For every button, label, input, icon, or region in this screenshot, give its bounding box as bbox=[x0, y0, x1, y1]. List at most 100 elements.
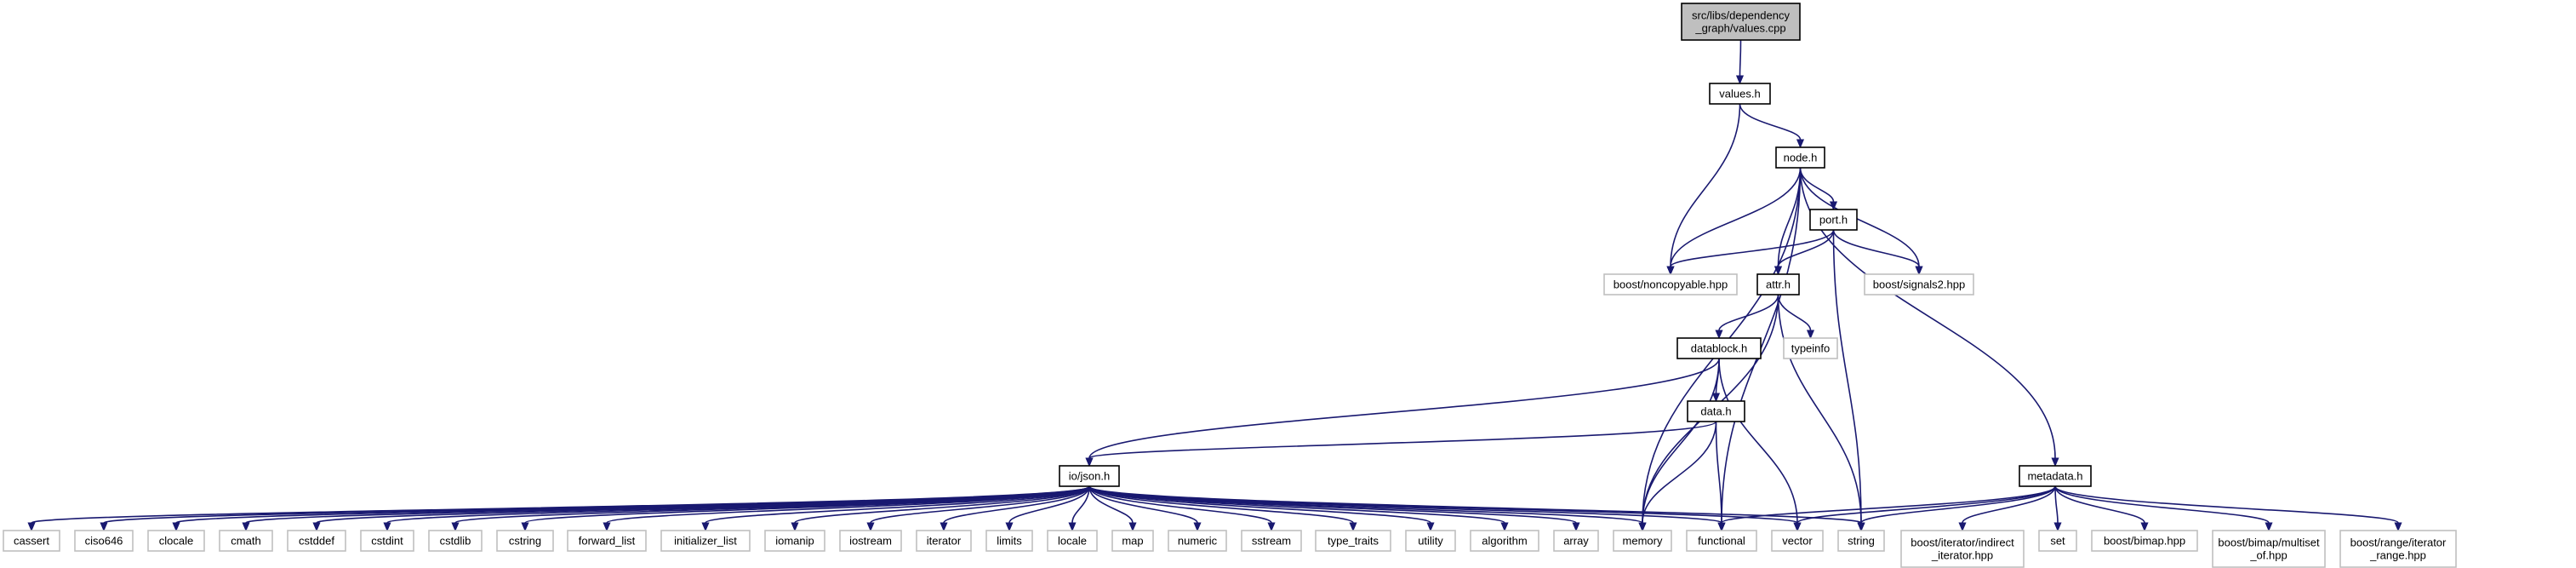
node-node_h[interactable]: node.h bbox=[1775, 146, 1825, 169]
edge-line bbox=[1071, 485, 1090, 524]
node-box bbox=[428, 530, 483, 552]
node-numeric[interactable]: numeric bbox=[1168, 530, 1227, 552]
edge-arrowhead bbox=[1806, 330, 1815, 340]
node-attr_h[interactable]: attr.h bbox=[1756, 273, 1800, 295]
node-functional[interactable]: functional bbox=[1686, 530, 1757, 552]
node-cstring[interactable]: cstring bbox=[496, 530, 554, 552]
node-ciso646[interactable]: ciso646 bbox=[74, 530, 134, 552]
edge-line bbox=[1739, 39, 1742, 77]
node-label: vector bbox=[1782, 535, 1813, 548]
node-bimap[interactable]: boost/bimap.hpp bbox=[2091, 530, 2198, 552]
node-locale[interactable]: locale bbox=[1047, 530, 1098, 552]
node-box bbox=[839, 530, 902, 552]
node-metadata_h[interactable]: metadata.h bbox=[2019, 465, 2092, 487]
edge-node_h-to-port_h bbox=[1799, 167, 1838, 211]
edge-arrowhead bbox=[791, 522, 799, 532]
edge-datablock_h-to-vector bbox=[1718, 358, 1802, 532]
node-label: sstream bbox=[1252, 535, 1291, 548]
node-iterator_range[interactable]: boost/range/iterator_range.hpp bbox=[2339, 530, 2457, 568]
edge-metadata_h-to-indirect_iterator bbox=[1958, 485, 2056, 532]
node-label: cassert bbox=[14, 535, 49, 548]
node-iomanip[interactable]: iomanip bbox=[764, 530, 825, 552]
node-cstdlib[interactable]: cstdlib bbox=[428, 530, 483, 552]
node-map[interactable]: map bbox=[1111, 530, 1154, 552]
edge-arrowhead bbox=[1085, 457, 1094, 468]
node-label: iomanip bbox=[775, 535, 814, 548]
node-initializer_list[interactable]: initializer_list bbox=[660, 530, 751, 552]
node-cstdint[interactable]: cstdint bbox=[360, 530, 414, 552]
edge-arrowhead bbox=[1735, 75, 1745, 85]
node-utility[interactable]: utility bbox=[1405, 530, 1456, 552]
node-typeinfo[interactable]: typeinfo bbox=[1783, 337, 1838, 359]
edge-line bbox=[1832, 229, 1862, 524]
node-forward_list[interactable]: forward_list bbox=[567, 530, 647, 552]
edge-line bbox=[1796, 485, 2056, 524]
node-port_h[interactable]: port.h bbox=[1809, 209, 1858, 231]
edge-io_json_h-to-iostream bbox=[866, 485, 1090, 532]
edge-line bbox=[2054, 485, 2399, 524]
edge-line bbox=[1799, 167, 1920, 267]
edge-line bbox=[1088, 485, 1272, 524]
node-datablock_h[interactable]: datablock.h bbox=[1676, 337, 1762, 359]
node-cstddef[interactable]: cstddef bbox=[287, 530, 346, 552]
node-data_h[interactable]: data.h bbox=[1687, 400, 1745, 422]
edge-attr_h-to-typeinfo bbox=[1777, 294, 1815, 340]
node-multiset_of[interactable]: boost/bimap/multiset_of.hpp bbox=[2212, 530, 2326, 568]
edge-arrowhead bbox=[2265, 522, 2273, 532]
node-algorithm[interactable]: algorithm bbox=[1470, 530, 1539, 552]
node-label: boost/iterator/indirect bbox=[1911, 536, 2014, 549]
node-box bbox=[1241, 530, 1302, 552]
node-cassert[interactable]: cassert bbox=[3, 530, 60, 552]
node-clocale[interactable]: clocale bbox=[147, 530, 205, 552]
node-values_cpp[interactable]: src/libs/dependency_graph/values.cpp bbox=[1681, 3, 1801, 41]
edge-metadata_h-to-multiset_of bbox=[2054, 485, 2273, 532]
edge-metadata_h-to-iterator_range bbox=[2054, 485, 2402, 532]
edge-line bbox=[1670, 167, 1802, 267]
edge-line bbox=[1721, 485, 2056, 524]
node-signals2[interactable]: boost/signals2.hpp bbox=[1864, 273, 1974, 295]
node-box bbox=[74, 530, 134, 552]
node-box bbox=[1681, 3, 1801, 41]
node-array[interactable]: array bbox=[1553, 530, 1599, 552]
node-label: metadata.h bbox=[2027, 470, 2082, 483]
edge-line bbox=[1777, 294, 1862, 524]
node-box bbox=[1603, 273, 1738, 295]
edge-arrowhead bbox=[866, 522, 875, 532]
node-label: _range.hpp bbox=[2369, 549, 2426, 562]
edge-line bbox=[1088, 485, 1354, 524]
edge-line bbox=[705, 485, 1090, 524]
node-label: attr.h bbox=[1766, 278, 1791, 291]
node-indirect_iterator[interactable]: boost/iterator/indirect_iterator.hpp bbox=[1900, 530, 2025, 568]
node-memory[interactable]: memory bbox=[1613, 530, 1672, 552]
edge-line bbox=[2054, 485, 2145, 524]
node-type_traits[interactable]: type_traits bbox=[1315, 530, 1391, 552]
node-box bbox=[287, 530, 346, 552]
edge-io_json_h-to-limits bbox=[1005, 485, 1090, 532]
edge-line bbox=[2054, 485, 2059, 524]
edge-line bbox=[2054, 485, 2270, 524]
edge-arrowhead bbox=[701, 522, 710, 532]
node-vector[interactable]: vector bbox=[1771, 530, 1824, 552]
edge-arrowhead bbox=[1638, 522, 1647, 532]
node-limits[interactable]: limits bbox=[985, 530, 1033, 552]
node-string[interactable]: string bbox=[1837, 530, 1885, 552]
node-sstream[interactable]: sstream bbox=[1241, 530, 1302, 552]
edge-arrowhead bbox=[1572, 522, 1580, 532]
node-set[interactable]: set bbox=[2038, 530, 2077, 552]
node-iterator[interactable]: iterator bbox=[916, 530, 972, 552]
node-label: typeinfo bbox=[1791, 342, 1831, 355]
edge-arrowhead bbox=[1068, 522, 1077, 532]
node-box bbox=[660, 530, 751, 552]
node-box bbox=[2091, 530, 2198, 552]
node-iostream[interactable]: iostream bbox=[839, 530, 902, 552]
node-box bbox=[2339, 530, 2457, 568]
node-box bbox=[1059, 465, 1120, 487]
node-noncopyable[interactable]: boost/noncopyable.hpp bbox=[1603, 273, 1738, 295]
node-cmath[interactable]: cmath bbox=[219, 530, 273, 552]
node-io_json_h[interactable]: io/json.h bbox=[1059, 465, 1120, 487]
node-label: string bbox=[1848, 535, 1875, 548]
edges-layer bbox=[27, 39, 2402, 532]
edge-arrowhead bbox=[1500, 522, 1509, 532]
edge-line bbox=[870, 485, 1090, 524]
node-values_h[interactable]: values.h bbox=[1709, 83, 1771, 105]
